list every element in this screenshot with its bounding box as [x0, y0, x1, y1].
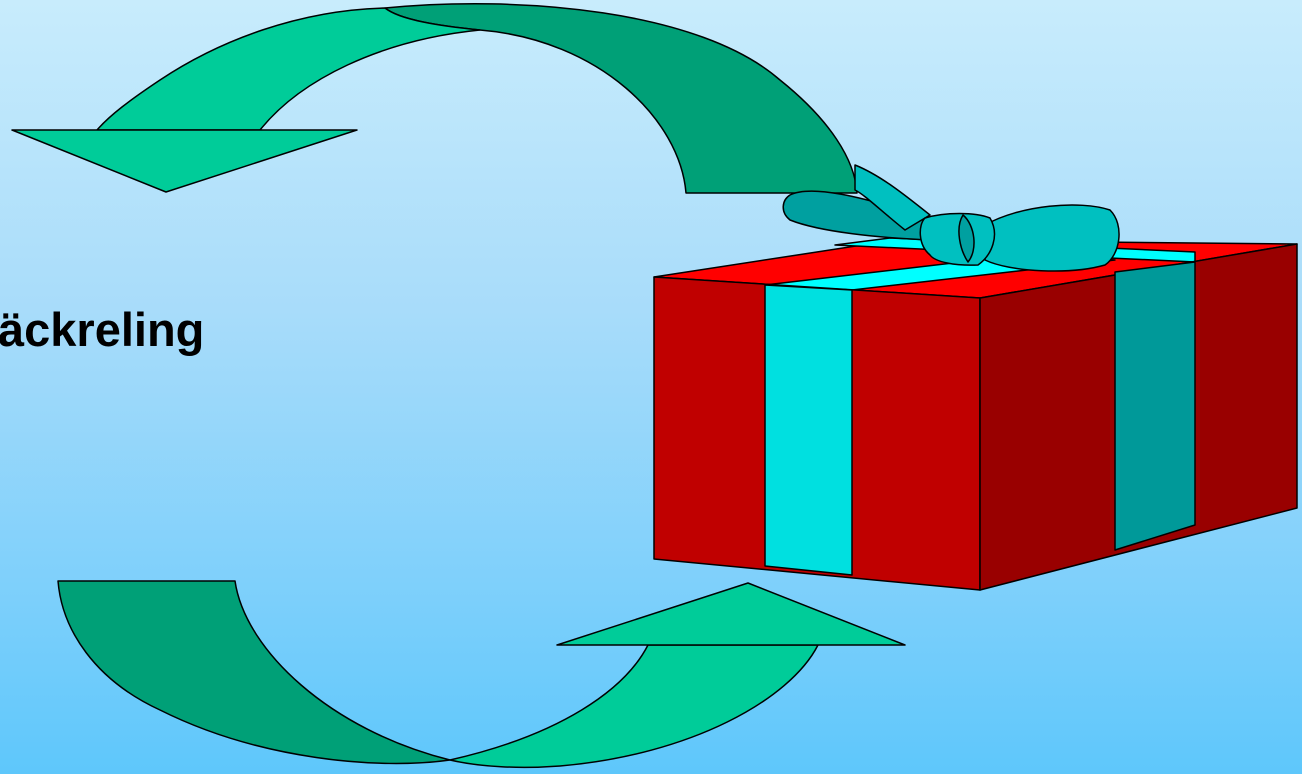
- curved-arrow-bottom-icon: [58, 581, 905, 767]
- gift-box-icon: [654, 165, 1297, 590]
- gift-ribbon-side: [1115, 262, 1195, 550]
- gift-bow-knot: [920, 214, 994, 266]
- gift-bow-right-loop: [985, 205, 1119, 271]
- arrow-bottom-band-dark: [58, 581, 450, 763]
- arrow-bottom-head: [557, 583, 905, 645]
- arrow-bottom-band-light: [450, 645, 818, 767]
- arrow-top-band-light: [97, 8, 480, 130]
- curved-arrow-top-icon: [12, 4, 857, 193]
- gift-ribbon-front: [765, 285, 852, 575]
- arrow-top-head: [12, 130, 357, 192]
